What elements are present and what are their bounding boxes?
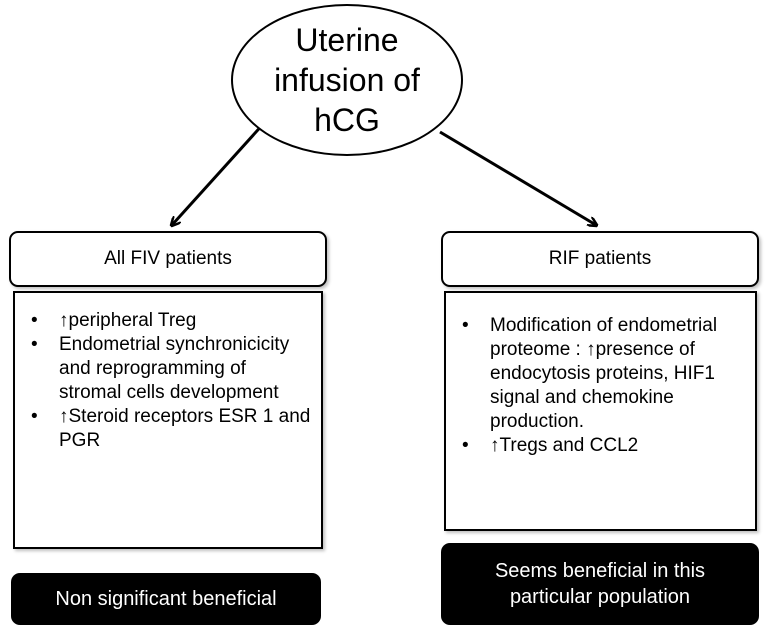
list-item-text: Modification of endometrial proteome : ↑…: [490, 315, 718, 432]
right-branch-details: • Modification of endometrial proteome :…: [444, 291, 757, 531]
list-item: • ↑Tregs and CCL2: [462, 434, 748, 458]
right-branch-header: RIF patients: [441, 231, 759, 287]
left-branch-header-label: All FIV patients: [104, 248, 232, 269]
list-item-text: Endometrial synchronicicity and reprogra…: [59, 334, 290, 403]
bullet-icon: •: [31, 406, 38, 427]
bullet-icon: •: [31, 334, 38, 355]
left-branch-bullet-list: • ↑peripheral Treg • Endometrial synchro…: [31, 309, 313, 453]
right-branch-outcome: Seems beneficial in this particular popu…: [441, 543, 759, 625]
right-branch-outcome-label: Seems beneficial in this particular popu…: [494, 560, 706, 608]
list-item: • Modification of endometrial proteome :…: [462, 314, 748, 434]
list-item: • ↑Steroid receptors ESR 1 and PGR: [31, 405, 313, 453]
right-branch-bullet-list: • Modification of endometrial proteome :…: [462, 314, 748, 458]
bullet-icon: •: [462, 315, 469, 336]
arrow-to-left-branch: [172, 120, 267, 225]
root-node-label: Uterine infusion of hCG: [274, 22, 420, 138]
left-branch-outcome: Non significant beneficial: [11, 573, 321, 625]
list-item-text: ↑peripheral Treg: [59, 310, 197, 331]
root-node: Uterine infusion of hCG: [231, 4, 463, 156]
bullet-icon: •: [31, 310, 38, 331]
list-item-text: ↑Steroid receptors ESR 1 and PGR: [59, 406, 311, 451]
left-branch-outcome-label: Non significant beneficial: [55, 588, 277, 610]
arrow-to-right-branch: [439, 130, 596, 225]
list-item: • Endometrial synchronicicity and reprog…: [31, 333, 313, 405]
left-branch-details: • ↑peripheral Treg • Endometrial synchro…: [13, 291, 323, 549]
left-branch-header: All FIV patients: [9, 231, 327, 287]
list-item-text: ↑Tregs and CCL2: [490, 435, 639, 456]
list-item: • ↑peripheral Treg: [31, 309, 313, 333]
right-branch-header-label: RIF patients: [548, 248, 652, 269]
bullet-icon: •: [462, 435, 469, 456]
